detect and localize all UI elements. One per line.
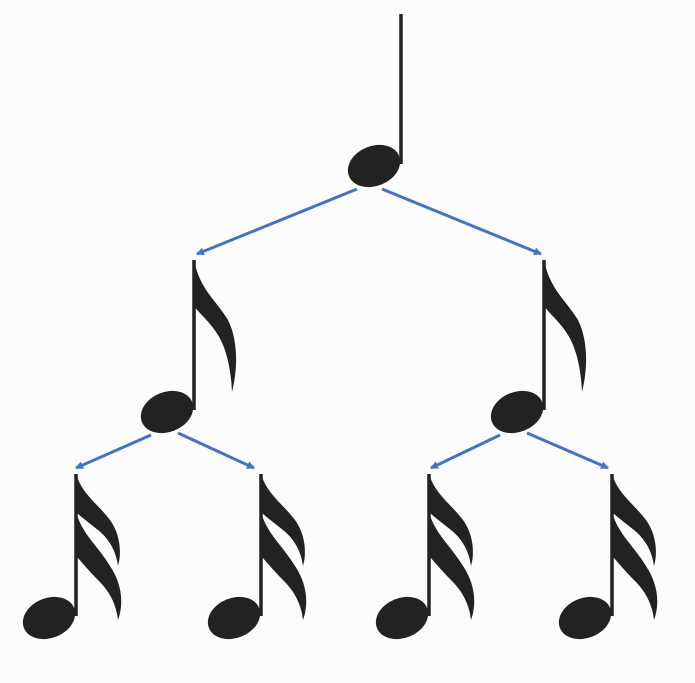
arrow-right-left xyxy=(430,433,501,470)
sixteenth-note-4 xyxy=(558,474,658,640)
sixteenth-note-flag-lower xyxy=(429,512,475,620)
quarter-note-head xyxy=(347,144,401,188)
arrow-right xyxy=(381,187,542,256)
quarter-note xyxy=(347,14,403,188)
sixteenth-note-head xyxy=(22,596,76,640)
sixteenth-note-flag-upper xyxy=(76,474,120,566)
sixteenth-note-3 xyxy=(375,474,475,640)
sixteenth-note-flag-lower xyxy=(612,512,658,620)
eighth-note-head xyxy=(140,390,194,434)
arrows-level-2 xyxy=(75,431,609,470)
sixteenth-note-flag-upper xyxy=(612,474,656,566)
arrow-left-right xyxy=(177,431,255,470)
arrow-left xyxy=(196,187,358,256)
eighth-note-head xyxy=(490,390,544,434)
arrows-level-1 xyxy=(196,187,542,256)
sixteenth-note-1 xyxy=(22,474,122,640)
sixteenth-note-head xyxy=(375,596,429,640)
eighth-note-flag xyxy=(544,260,587,392)
arrow-right-right xyxy=(526,431,609,470)
arrow-left-left xyxy=(75,433,152,470)
sixteenth-note-flag-upper xyxy=(429,474,473,566)
eighth-note-left xyxy=(140,260,237,434)
sixteenth-note-head xyxy=(207,596,261,640)
eighth-note-right xyxy=(490,260,587,434)
sixteenth-note-head xyxy=(558,596,612,640)
eighth-note-flag xyxy=(194,260,237,392)
sixteenth-note-flag-upper xyxy=(261,474,305,566)
sixteenth-note-flag-lower xyxy=(261,512,307,620)
sixteenth-note-2 xyxy=(207,474,307,640)
sixteenth-note-flag-lower xyxy=(76,512,122,620)
